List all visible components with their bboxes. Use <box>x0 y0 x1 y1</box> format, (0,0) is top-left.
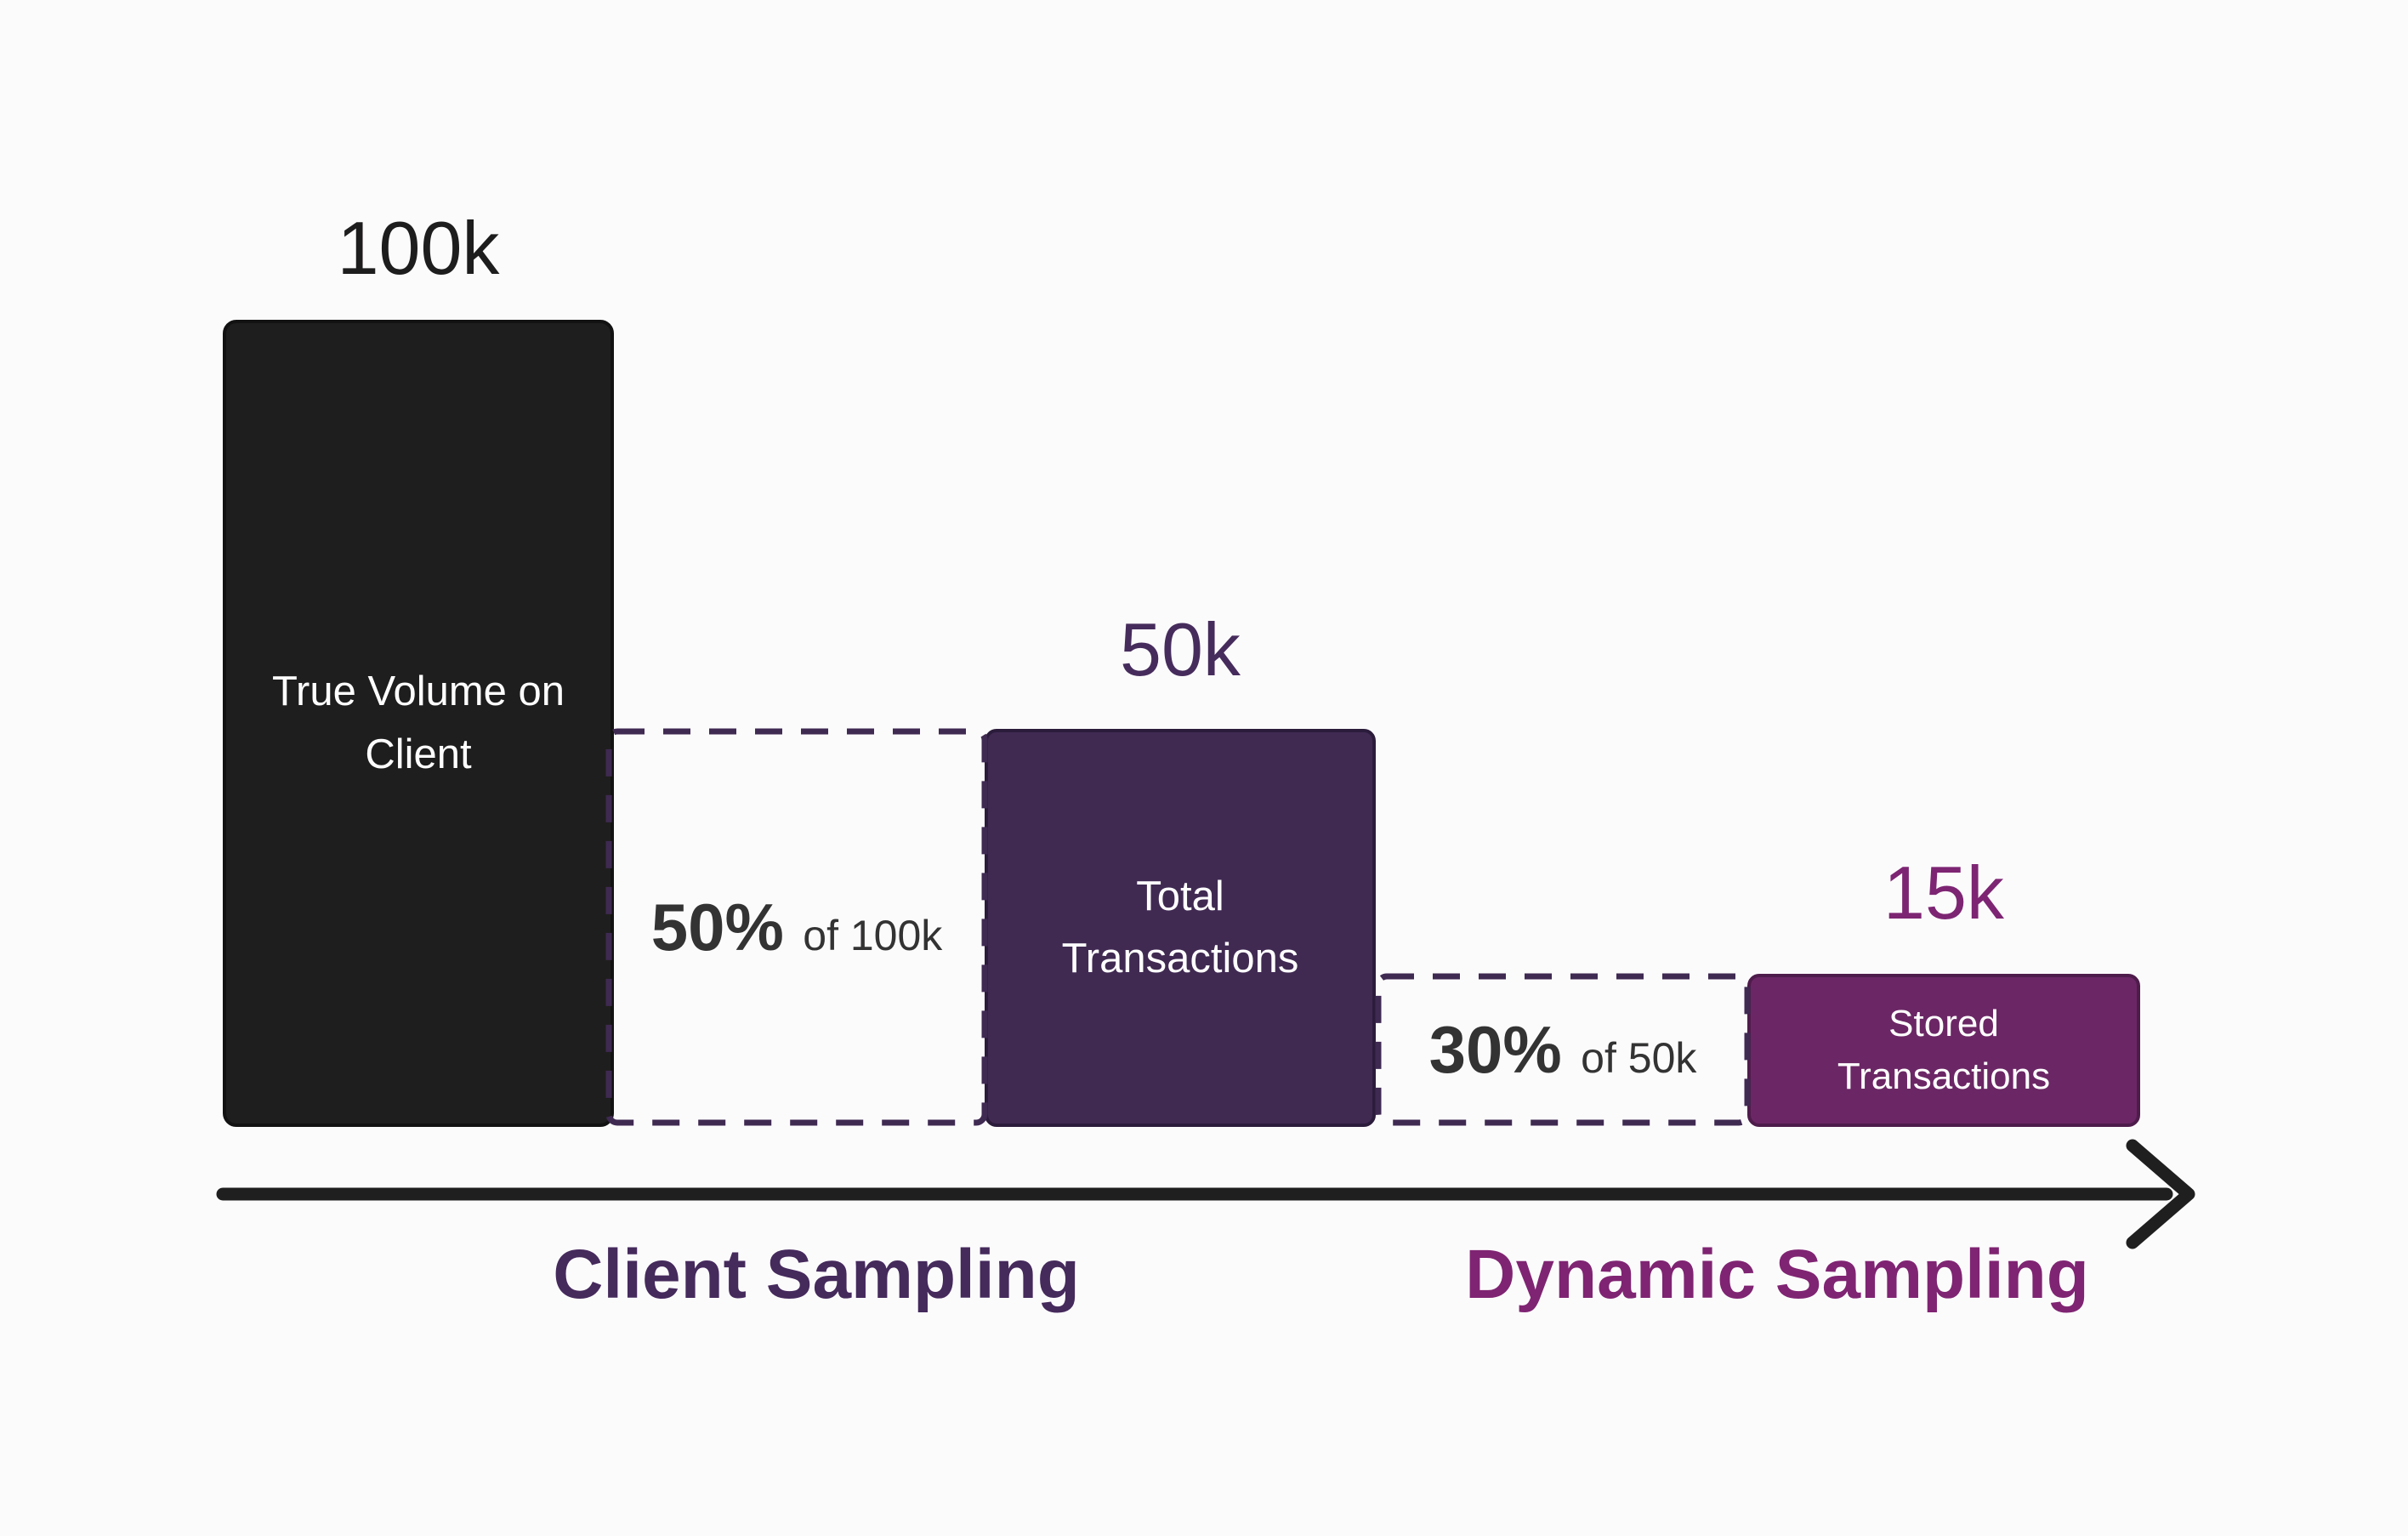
bar-true-volume-label-line2: Client <box>365 731 472 777</box>
value-label-stored-transactions: 15k <box>1883 850 2004 935</box>
bar-total-transactions: Total Transactions <box>985 729 1376 1127</box>
axis-label-dynamic-sampling: Dynamic Sampling <box>1465 1236 2089 1313</box>
client-sampling-rate-percent: 50% <box>650 889 784 964</box>
bar-stored-transactions-label-line2: Transactions <box>1837 1055 2051 1097</box>
bar-stored-transactions-label: Stored Transactions <box>1837 998 2050 1102</box>
bar-total-transactions-label-line1: Total <box>1136 873 1224 919</box>
client-sampling-rate-of: of 100k <box>803 911 943 959</box>
client-sampling-rate-box: 50% of 100k <box>609 731 985 1123</box>
bar-stored-transactions: Stored Transactions <box>1747 974 2140 1127</box>
bar-total-transactions-label: Total Transactions <box>1062 866 1299 991</box>
bar-stored-transactions-label-line1: Stored <box>1888 1003 1999 1045</box>
bar-true-volume-label-line1: True Volume on <box>271 668 565 714</box>
bar-true-volume: True Volume on Client <box>223 320 614 1127</box>
client-sampling-rate: 50% of 100k <box>651 889 943 966</box>
dynamic-sampling-rate-of: of 50k <box>1581 1033 1697 1082</box>
bar-true-volume-label: True Volume on Client <box>272 661 565 786</box>
value-label-true-volume: 100k <box>337 206 500 290</box>
value-label-total-transactions: 50k <box>1120 607 1241 691</box>
dynamic-sampling-rate: 30% of 50k <box>1429 1011 1697 1089</box>
flow-arrow-head-icon <box>2126 1139 2195 1249</box>
dynamic-sampling-rate-box: 30% of 50k <box>1378 976 1747 1123</box>
dynamic-sampling-rate-percent: 30% <box>1428 1011 1562 1087</box>
axis-label-client-sampling: Client Sampling <box>553 1236 1080 1313</box>
bar-total-transactions-label-line2: Transactions <box>1061 936 1299 981</box>
